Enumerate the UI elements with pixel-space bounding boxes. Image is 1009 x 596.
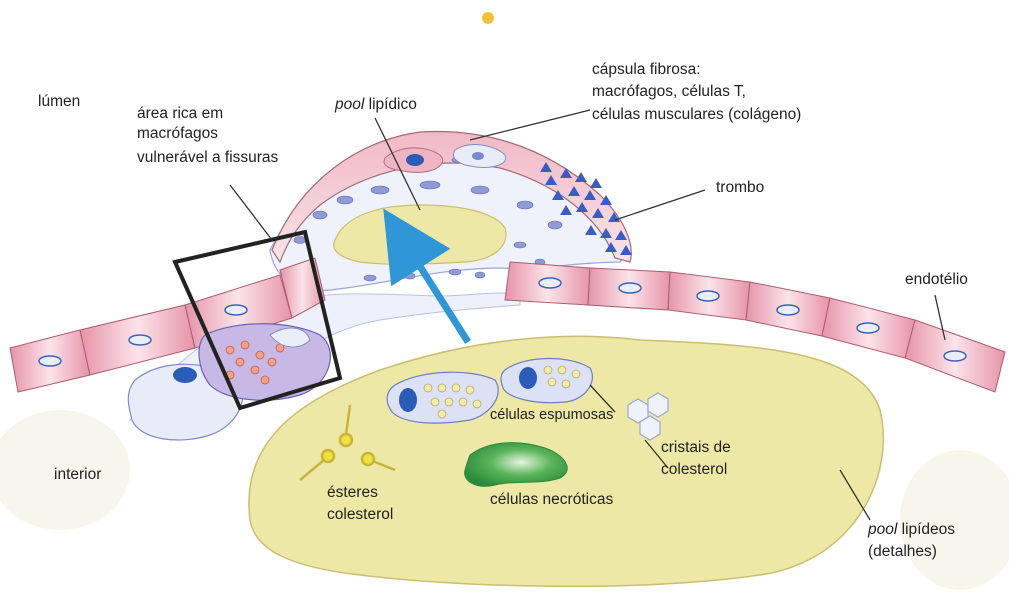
label-interior: interior	[54, 465, 101, 485]
label-area-line1: área rica em	[137, 104, 223, 124]
label-pool-lipideos: pool lipídeos	[868, 520, 955, 540]
label-esteres-line2: colesterol	[327, 505, 393, 525]
label-lumen: lúmen	[38, 92, 80, 112]
label-celulas-espumosas: células espumosas	[490, 405, 613, 425]
label-capsula-line2: macrófagos, células T,	[592, 82, 746, 102]
label-capsula-line1: cápsula fibrosa:	[592, 60, 701, 80]
label-detalhes: (detalhes)	[868, 542, 937, 562]
label-area-line2: macrófagos	[137, 124, 218, 144]
label-trombo: trombo	[716, 178, 764, 198]
decorative-dot	[482, 12, 494, 24]
label-area-line3: vulnerável a fissuras	[137, 148, 278, 168]
label-cristais-line2: colesterol	[661, 460, 727, 480]
label-capsula-line3: células musculares (colágeno)	[592, 105, 801, 125]
label-cristais-line1: cristais de	[661, 438, 731, 458]
label-celulas-necroticas: células necróticas	[490, 490, 613, 510]
label-endotelio: endotélio	[905, 270, 968, 290]
label-esteres-line1: ésteres	[327, 483, 378, 503]
label-pool-lipidico: pool lipídico	[335, 95, 417, 115]
